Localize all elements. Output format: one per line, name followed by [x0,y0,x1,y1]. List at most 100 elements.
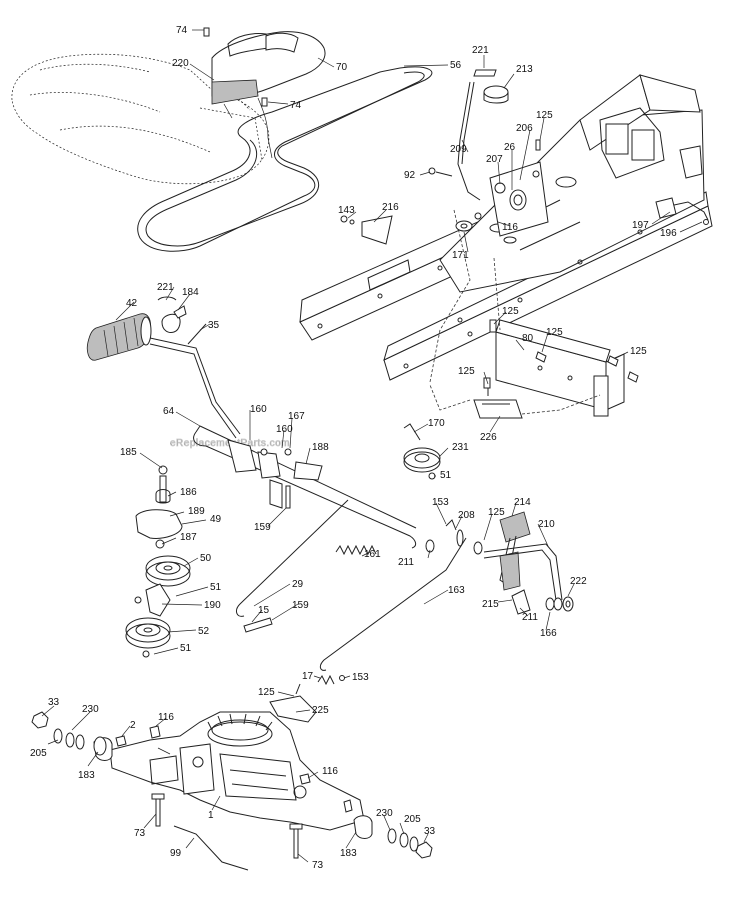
callout-213: 213 [516,64,533,75]
callout-159: 159 [254,522,271,533]
reference-lines [429,209,601,415]
callout-143: 143 [338,205,355,216]
callout-216: 216 [382,202,399,213]
main-frame [299,74,713,381]
callout-225: 225 [312,705,329,716]
callout-161: 161 [364,549,381,560]
callout-211: 211 [522,612,538,623]
callout-labels: 74 220 70 74 56 221 213 125 206 209 207 … [30,25,677,871]
callout-171: 171 [452,250,469,261]
callout-153: 153 [432,497,449,508]
lift-lever-209 [457,69,509,201]
callout-33: 33 [48,697,60,708]
callout-80: 80 [522,333,534,344]
callout-125: 125 [502,306,519,317]
callout-208: 208 [458,510,475,521]
callout-230: 230 [376,808,393,819]
callout-183: 183 [340,848,357,859]
callout-210: 210 [538,519,555,530]
lever-197 [655,197,709,225]
callout-125: 125 [630,346,647,357]
callout-214: 214 [514,497,531,508]
callout-187: 187 [180,532,197,543]
callout-226: 226 [480,432,497,443]
callout-160: 160 [250,404,267,415]
callout-211: 211 [398,557,414,568]
callout-207: 207 [486,154,503,165]
callout-206: 206 [516,123,533,134]
rod-163 [319,537,467,671]
callout-92: 92 [404,170,416,181]
callout-116: 116 [158,712,174,723]
callout-70: 70 [336,62,348,73]
plate-206 [428,161,549,237]
cross-shaft-64 [193,425,417,549]
callout-220: 220 [172,58,189,69]
callout-222: 222 [570,576,587,587]
callout-205: 205 [404,814,421,825]
callout-231: 231 [452,442,469,453]
idler-arm-189 [135,465,183,549]
rod-99 [173,825,249,871]
callout-215: 215 [482,599,499,610]
callout-56: 56 [450,60,462,71]
mower-lift-lever-35 [149,323,241,439]
callout-221: 221 [157,282,174,293]
bracket-80 [495,319,625,417]
callout-49: 49 [210,514,222,525]
leader-lines [41,29,703,863]
callout-125: 125 [536,110,553,121]
bracket-216 [340,215,393,245]
callout-185: 185 [120,447,137,458]
pulley-52 [125,617,171,658]
callout-188: 188 [312,442,329,453]
callout-186: 186 [180,487,197,498]
parts-211-208-153 [425,519,483,555]
bracket-226 [473,377,523,419]
callout-1: 1 [208,810,214,821]
callout-33: 33 [424,826,436,837]
axle-hardware-left [31,711,161,756]
callout-17: 17 [302,671,314,682]
callout-230: 230 [82,704,99,715]
callout-50: 50 [200,553,212,564]
callout-99: 99 [170,848,182,859]
callout-184: 184 [182,287,199,298]
callout-183: 183 [78,770,95,781]
pulley-50 [145,555,191,587]
callout-26: 26 [504,142,516,153]
callout-2: 2 [130,720,136,731]
callout-42: 42 [126,298,138,309]
callout-160: 160 [276,424,293,435]
callout-125: 125 [258,687,275,698]
callout-125: 125 [546,327,563,338]
callout-153: 153 [352,672,369,683]
callout-51: 51 [180,643,192,654]
callout-163: 163 [448,585,465,596]
callout-125: 125 [488,507,505,518]
callout-116: 116 [322,766,338,777]
callout-73: 73 [134,828,146,839]
callout-221: 221 [472,45,489,56]
spring-17 [317,674,345,686]
callout-74: 74 [176,25,188,36]
callout-209: 209 [450,144,467,155]
callout-116: 116 [502,222,518,233]
callout-51: 51 [440,470,452,481]
axle-hardware-right [299,773,433,859]
bracket-190 [134,583,171,617]
callout-167: 167 [288,411,305,422]
bolts-125 [489,139,639,383]
callout-73: 73 [312,860,324,871]
callout-189: 189 [188,506,205,517]
rod-29 [236,499,349,617]
fender-tank-70 [203,27,326,159]
callout-196: 196 [660,228,677,239]
callout-166: 166 [540,628,557,639]
transaxle-1 [93,683,373,839]
callout-159: 159 [292,600,309,611]
callout-64: 64 [163,406,175,417]
brake-pedal-214 [483,511,563,615]
callout-35: 35 [208,320,220,331]
